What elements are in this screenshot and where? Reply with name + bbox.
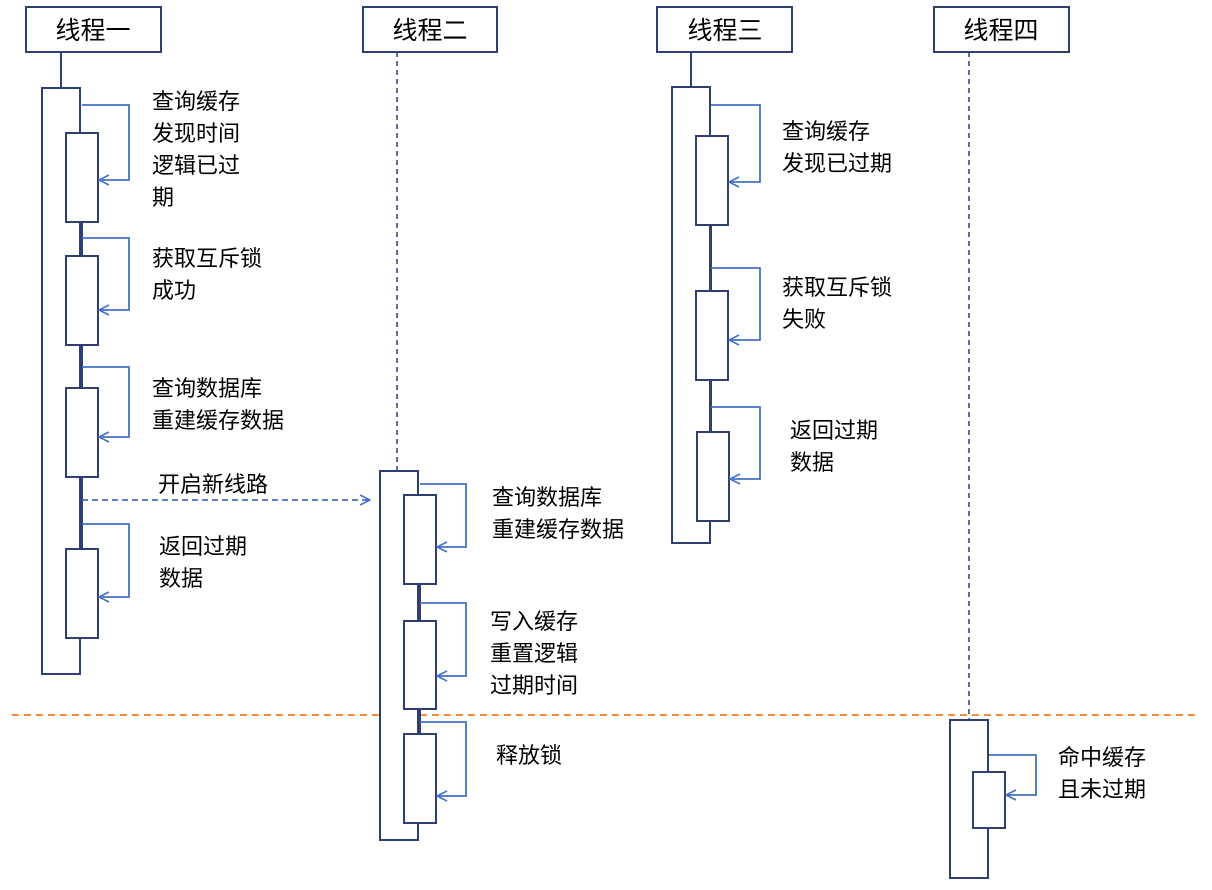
thread-2: 线程二 查询数据库 重建缓存数据 写入缓存 重置逻辑 过期时间 释放锁: [362, 6, 624, 841]
self-call-arrow: [711, 267, 761, 340]
self-call-arrow: [82, 237, 130, 310]
activation-box: [403, 620, 437, 710]
self-call-arrow: [420, 602, 467, 676]
activation-box: [696, 431, 730, 522]
self-call-arrow: [82, 523, 130, 597]
activation-box: [65, 255, 99, 346]
activation-box: [695, 290, 729, 381]
step-label-t4-hit-cache: 命中缓存 且未过期: [1058, 746, 1153, 803]
start-new-thread-label: 开启新线路: [158, 473, 268, 498]
thread-1-title: 线程一: [55, 16, 130, 45]
thread-4: 线程四 命中缓存 且未过期: [933, 6, 1153, 879]
thread-3-header: [656, 6, 793, 53]
self-call-arrow: [82, 366, 130, 437]
activation-box: [695, 135, 729, 226]
self-call-arrow: [82, 104, 130, 180]
thread-4-title: 线程四: [963, 16, 1038, 45]
activation-box: [403, 733, 437, 824]
thread-3: 线程三 查询缓存 发现已过期 获取互斥锁 失败 返回过期 数据: [656, 6, 899, 544]
thread-2-title: 线程二: [392, 16, 467, 45]
step-label-t3-return: 返回过期 数据: [790, 419, 885, 476]
self-call-arrow: [420, 721, 467, 796]
activation-box: [403, 494, 437, 585]
thread-4-activation: [949, 719, 989, 879]
activation-box: [65, 132, 99, 223]
thread-1-header: [25, 6, 162, 53]
thread-2-header: [362, 6, 498, 53]
step-label-t3-get-lock: 获取互斥锁 失败: [782, 276, 899, 333]
step-label-t1-query-db: 查询数据库 重建缓存数据: [152, 377, 284, 434]
step-label-t2-write-cache: 写入缓存 重置逻辑 过期时间: [490, 610, 585, 699]
activation-box: [65, 387, 99, 478]
step-label-t2-query-db: 查询数据库 重建缓存数据: [492, 486, 624, 543]
step-label-t1-check-cache: 查询缓存 发现时间 逻辑已过 期: [152, 90, 247, 211]
self-call-arrow: [711, 104, 761, 182]
step-label-t1-return: 返回过期 数据: [159, 535, 254, 592]
thread-4-header: [933, 6, 1070, 53]
thread-1: 线程一 查询缓存 发现时间 逻辑已过 期 获取互斥锁 成功 查询数据库 重建缓存…: [25, 6, 284, 675]
self-call-arrow: [989, 754, 1037, 795]
activation-box: [65, 548, 99, 639]
activation-box: [972, 771, 1006, 829]
self-call-arrow: [711, 406, 761, 479]
step-label-t2-release-lock: 释放锁: [496, 744, 562, 769]
thread-3-title: 线程三: [687, 16, 762, 45]
step-label-t1-get-lock: 获取互斥锁 成功: [152, 247, 269, 304]
step-label-t3-check-cache: 查询缓存 发现已过期: [782, 120, 892, 177]
self-call-arrow: [420, 483, 467, 547]
